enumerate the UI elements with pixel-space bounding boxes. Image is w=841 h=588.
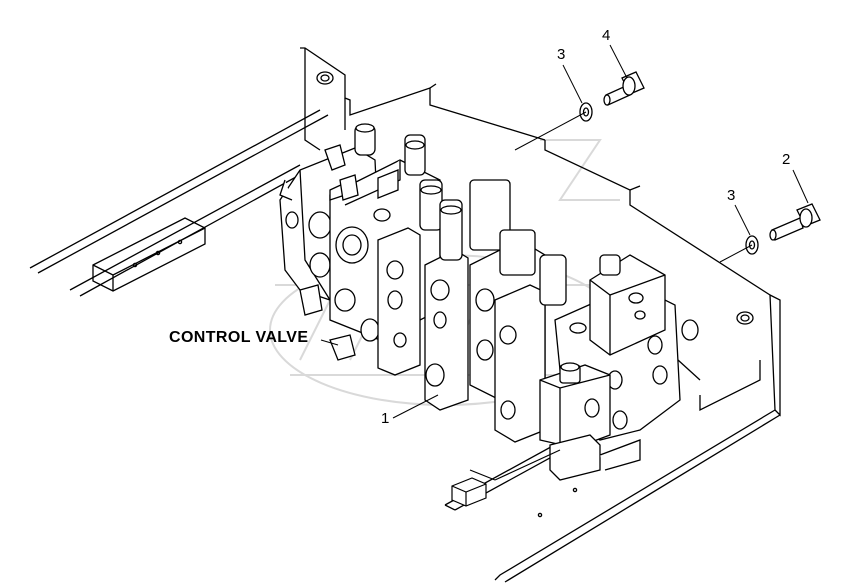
wire-harness bbox=[452, 450, 560, 506]
callout-2: 2 bbox=[782, 151, 791, 168]
bolt-2 bbox=[770, 204, 820, 240]
callout-3-washer-lower: 3 bbox=[727, 187, 736, 204]
callout-1: 1 bbox=[381, 410, 390, 427]
bolt-4 bbox=[604, 72, 644, 105]
callout-3-washer-upper: 3 bbox=[557, 46, 566, 63]
diagram-title: CONTROL VALVE bbox=[169, 329, 309, 346]
leader-lines bbox=[321, 45, 808, 418]
callout-4: 4 bbox=[602, 27, 611, 44]
control-valve-assembly bbox=[280, 124, 680, 480]
mounting-bracket bbox=[30, 48, 780, 582]
